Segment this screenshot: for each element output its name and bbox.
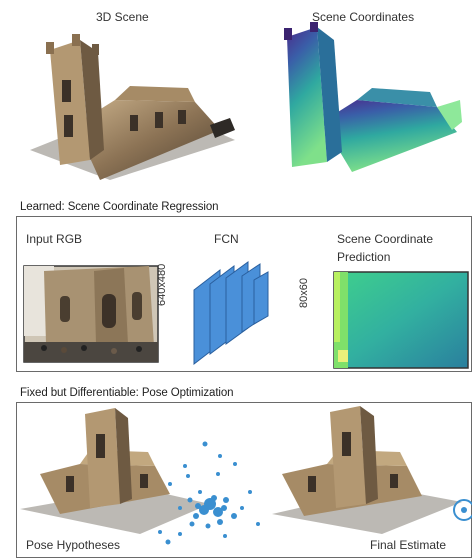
input-rgb-label: Input RGB [26,232,83,246]
fcn-network-icon [193,261,269,366]
scene-coordinate-prediction-image [333,271,469,369]
final-estimate-label: Final Estimate [370,538,447,552]
fcn-label: FCN [214,232,239,246]
church-3d-scene [30,34,235,180]
prediction-label-line1: Scene Coordinate [337,232,434,246]
scene-coordinates-render [284,22,462,172]
final-estimate-scene [272,406,472,534]
scene-label: 3D Scene [96,10,149,24]
pose-hypotheses-label: Pose Hypotheses [26,538,121,552]
scene-coordinates-label: Scene Coordinates [312,10,415,24]
input-dimension-label: 640x480 [156,263,168,306]
pose-section-title: Fixed but Differentiable: Pose Optimizat… [20,387,234,399]
output-dimension-label: 80x60 [298,278,310,308]
pose-hypotheses-scene [20,408,260,545]
input-rgb-image [23,265,159,363]
prediction-label-line2: Prediction [337,250,391,264]
learned-section-title: Learned: Scene Coordinate Regression [20,201,219,213]
